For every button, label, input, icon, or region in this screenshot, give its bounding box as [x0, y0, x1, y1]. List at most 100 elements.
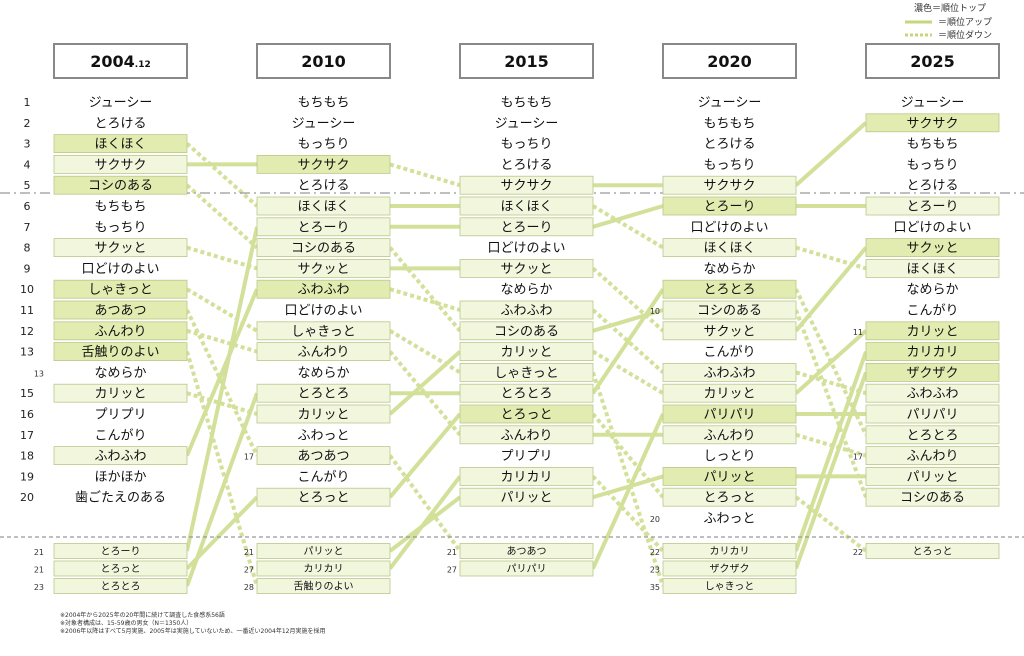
rank-number: 17 — [244, 453, 254, 462]
item-box — [53, 446, 188, 466]
rank-number: 28 — [244, 583, 254, 592]
item-box — [865, 113, 1000, 133]
item-label: とろっと — [703, 491, 755, 506]
item-label: なめらか — [703, 262, 755, 277]
rank-line-コシのある — [185, 183, 259, 250]
item-box — [459, 487, 594, 507]
item-box — [662, 321, 797, 341]
item-label: もっちり — [297, 137, 349, 152]
item-label: とろとろ — [906, 428, 958, 443]
item-label: もちもち — [500, 96, 552, 111]
item-box — [256, 154, 391, 174]
rank-number: 23 — [650, 566, 660, 575]
item-label: ふんわり — [703, 428, 755, 443]
item-box — [256, 560, 391, 577]
item-label: あつあつ — [507, 546, 547, 558]
item-box — [662, 196, 797, 216]
rank-line-とろーり — [185, 226, 259, 552]
item-box — [53, 175, 188, 195]
item-label: とろっと — [500, 408, 552, 423]
rank-number: 23 — [34, 583, 44, 592]
rank-line-とろとろ — [591, 288, 665, 395]
item-label: ほくほく — [94, 137, 146, 152]
item-box — [662, 404, 797, 424]
item-label: ふわふわ — [297, 283, 349, 298]
rank-number: 18 — [20, 450, 34, 463]
item-label: とろとろ — [703, 283, 755, 298]
item-label: 舌触りのよい — [81, 345, 159, 360]
item-box — [662, 560, 797, 577]
rank-number: 2 — [24, 117, 31, 130]
rank-line-ザクザク — [794, 371, 868, 570]
rank-line-サクッと — [591, 266, 665, 333]
rank-line-とろとろ — [185, 392, 259, 587]
item-label: こんがり — [703, 345, 755, 360]
item-box — [53, 342, 188, 362]
item-box — [256, 321, 391, 341]
rank-line-ほくほく — [591, 204, 665, 250]
year-header: 2010 — [301, 52, 346, 71]
rank-number: 8 — [24, 242, 31, 255]
item-labels: ジューシー1とろける2ほくほく3サクサク4コシのある5もちもち6もっちり7サクッ… — [20, 96, 972, 593]
item-label: あつあつ — [94, 304, 146, 319]
item-label: しゃきっと — [88, 283, 152, 298]
item-label: カリカリ — [500, 470, 552, 485]
item-box — [662, 543, 797, 559]
item-label: カリッと — [297, 408, 349, 423]
item-label: なめらか — [906, 283, 958, 298]
item-box — [53, 578, 188, 594]
item-label: コシのある — [88, 179, 153, 194]
rank-number: 10 — [650, 307, 660, 316]
item-box — [459, 425, 594, 445]
item-label: パリパリ — [906, 408, 958, 423]
rank-number: 17 — [853, 453, 863, 462]
item-label: とろける — [500, 158, 552, 173]
item-label: ほくほく — [906, 262, 958, 277]
item-label: とろける — [94, 116, 146, 131]
rank-line-サクッと — [794, 246, 868, 333]
item-label: こんがり — [94, 428, 146, 443]
item-label: サクッと — [500, 262, 552, 277]
year-header-box — [256, 43, 391, 79]
item-box — [53, 279, 188, 299]
rank-line-カリッと — [591, 349, 665, 395]
item-box — [459, 404, 594, 424]
item-box — [256, 258, 391, 278]
item-box — [53, 543, 188, 559]
rank-line-しゃきっと — [591, 371, 665, 587]
item-box — [662, 300, 797, 320]
item-box — [459, 300, 594, 320]
item-label: パリパリ — [703, 408, 755, 423]
divider-lines — [0, 192, 1024, 538]
item-box — [662, 279, 797, 299]
item-label: しゃきっと — [291, 324, 355, 339]
year-header-box — [662, 43, 797, 79]
item-box — [865, 321, 1000, 341]
item-label: こんがり — [297, 470, 349, 485]
item-label: 歯ごたえのある — [75, 490, 166, 506]
item-box — [459, 383, 594, 403]
item-label: サクサク — [94, 158, 146, 173]
year-header-suffix: .12 — [135, 60, 151, 70]
item-label: とろーり — [906, 200, 958, 215]
item-label: とろーり — [500, 220, 552, 235]
rank-number: 21 — [34, 566, 44, 575]
item-box — [256, 446, 391, 466]
item-box — [865, 383, 1000, 403]
item-label: サクッと — [297, 262, 349, 277]
item-label: コシのある — [291, 241, 356, 256]
item-box — [53, 154, 188, 174]
item-box — [53, 321, 188, 341]
rank-number: 15 — [20, 387, 34, 400]
rank-number: 5 — [24, 179, 31, 192]
item-box — [459, 217, 594, 237]
year-header-box — [53, 43, 188, 79]
rank-number: 6 — [24, 200, 31, 213]
item-box — [53, 134, 188, 154]
item-label: サクサク — [703, 179, 755, 194]
rank-number: 11 — [853, 328, 863, 337]
rank-change-lines — [185, 121, 868, 587]
item-box — [662, 466, 797, 486]
item-box — [865, 342, 1000, 362]
